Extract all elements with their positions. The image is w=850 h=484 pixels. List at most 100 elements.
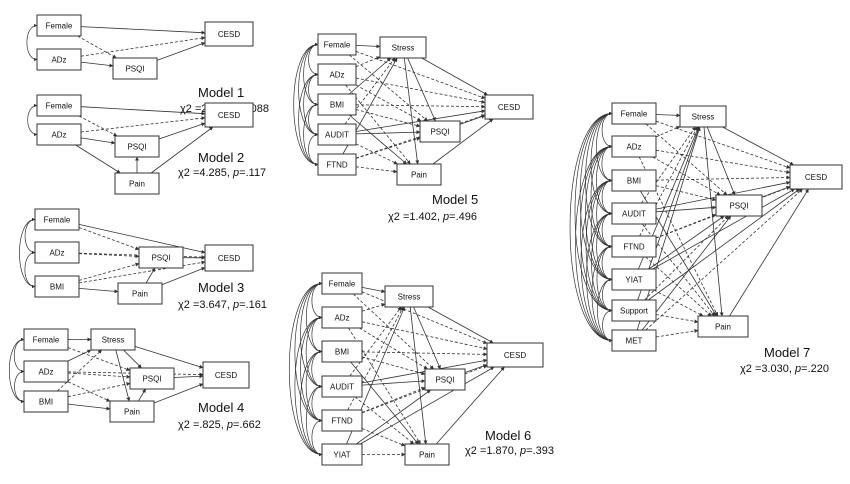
node-box-cesd (204, 102, 254, 128)
stat-chi-label: χ2 = (178, 299, 199, 311)
dashed-path-adz-to-pain (67, 381, 111, 402)
node-label-psqi: PSQI (125, 65, 144, 74)
solid-path-stress-to-psqi (413, 306, 441, 370)
stat-p-value: =.393 (526, 445, 554, 457)
dashed-path-female-to-psqi (353, 293, 434, 370)
solid-path-bmi-to-stress (348, 57, 392, 95)
solid-path-psqi-to-cesd (761, 185, 791, 198)
model-title: Model 3 (198, 280, 244, 295)
node-box-bmi (23, 390, 69, 413)
node-label-adz: ADz (334, 314, 349, 323)
solid-path-met-to-stress (636, 126, 701, 331)
node-box-pain (114, 172, 160, 195)
dashed-path-adz-to-psqi (652, 156, 721, 196)
solid-path-stress-to-pain (409, 306, 428, 445)
dashed-path-ftnd-to-psqi (655, 213, 717, 239)
covariance-female-ftnd (294, 281, 323, 423)
node-label-female: Female (621, 110, 648, 119)
node-label-psqi: PSQI (430, 128, 449, 137)
solid-path-bmi-to-pain (78, 288, 119, 294)
node-box-psqi (114, 135, 160, 158)
stat-chi-value: 4.285 (199, 167, 227, 179)
stat-chi-value: 1.402 (409, 211, 437, 223)
covariance-support-met (602, 308, 613, 343)
node-box-adz (23, 360, 69, 383)
stat-p-label: p (232, 167, 239, 179)
node-label-ftnd: FTND (623, 243, 645, 252)
node-box-pain (396, 163, 442, 186)
model-title: Model 4 (198, 400, 244, 415)
stat-p-value: =.161 (239, 299, 267, 311)
node-box-ftnd (611, 235, 657, 258)
solid-path-pain-to-cesd (729, 188, 809, 317)
node-label-ftnd: FTND (331, 417, 353, 426)
stat-chi-value: 3.647 (199, 299, 227, 311)
solid-path-psqi-to-cesd (173, 374, 204, 379)
node-box-bmi (611, 169, 657, 192)
dashed-path-yiat-to-pain (653, 289, 704, 317)
node-box-psqi (138, 246, 184, 269)
solid-path-adz-to-psqi (80, 137, 116, 145)
covariance-adz-yiat (585, 144, 613, 282)
node-label-met: MET (626, 337, 643, 346)
dashed-path-adz-to-psqi (67, 372, 131, 379)
node-label-stress: Stress (398, 293, 421, 302)
covariance-female-yiat (579, 111, 613, 282)
dashed-path-audit-to-pain (354, 396, 415, 445)
dashed-path-adz-to-stress (655, 126, 681, 138)
solid-path-audit-to-psqi (655, 205, 717, 213)
solid-path-yiat-to-psqi (648, 215, 725, 270)
stat-p-value: =.117 (239, 167, 266, 179)
node-box-female (321, 272, 363, 295)
stat-p-value: =.220 (801, 363, 829, 375)
stat-p-label: p (232, 299, 239, 311)
dashed-path-audit-to-pain (641, 223, 716, 317)
solid-path-stress-to-cesd (722, 126, 794, 166)
solid-path-psqi-to-cesd (464, 364, 488, 373)
dashed-path-ftnd-to-psqi (355, 137, 421, 159)
solid-path-psqi-to-cesd (158, 122, 206, 140)
dashed-path-adz-to-cesd (80, 116, 206, 133)
stat-chi-label: χ2 = (388, 211, 409, 223)
dashed-path-bmi-to-psqi (78, 262, 140, 281)
node-box-support (611, 299, 657, 322)
node-box-adz (317, 63, 357, 86)
node-label-pain: Pain (419, 451, 435, 460)
node-label-yiat: YIAT (625, 276, 642, 285)
dashed-path-bmi-to-psqi (655, 185, 717, 202)
dashed-path-ftnd-to-cesd (355, 114, 486, 159)
dashed-path-adz-to-psqi (355, 84, 422, 122)
solid-path-bmi-to-pain (349, 114, 408, 165)
covariance-audit-ftnd (308, 132, 319, 167)
solid-path-pain-to-cesd (150, 126, 214, 174)
node-label-pain: Pain (132, 290, 148, 299)
node-box-psqi (129, 367, 175, 390)
solid-path-female-to-stress (655, 113, 681, 118)
stat-chi-value: 3.030 (761, 363, 789, 375)
node-box-bmi (321, 340, 363, 363)
dashed-path-adz-to-stress (355, 56, 381, 68)
dashed-path-female-to-cesd (361, 291, 488, 344)
dashed-path-female-to-psqi (77, 35, 117, 59)
node-label-cesd: CESD (218, 111, 240, 120)
dashed-path-adz-to-cesd (655, 149, 791, 174)
node-label-pain: Pain (411, 171, 427, 180)
covariance-bmi-met (580, 178, 613, 343)
node-label-audit: AUDIT (622, 210, 646, 219)
node-box-stress (90, 328, 136, 351)
node-label-pain: Pain (129, 180, 145, 189)
solid-path-psqi-to-cesd (156, 42, 206, 61)
node-box-audit (317, 123, 357, 146)
node-label-psqi: PSQI (151, 254, 170, 263)
covariance-female-adz (26, 23, 38, 62)
stat-chi-label: χ2 = (740, 363, 761, 375)
dashed-path-ftnd-to-pain (355, 166, 398, 174)
stat-chi-label: χ2 = (178, 167, 199, 179)
dashed-path-audit-to-pain (355, 143, 398, 165)
solid-path-stress-to-pain (403, 57, 420, 165)
model-title: Model 5 (432, 192, 478, 207)
node-label-psqi: PSQI (142, 375, 161, 384)
node-label-bmi: BMI (39, 398, 53, 407)
solid-path-audit-to-psqi (361, 379, 426, 386)
